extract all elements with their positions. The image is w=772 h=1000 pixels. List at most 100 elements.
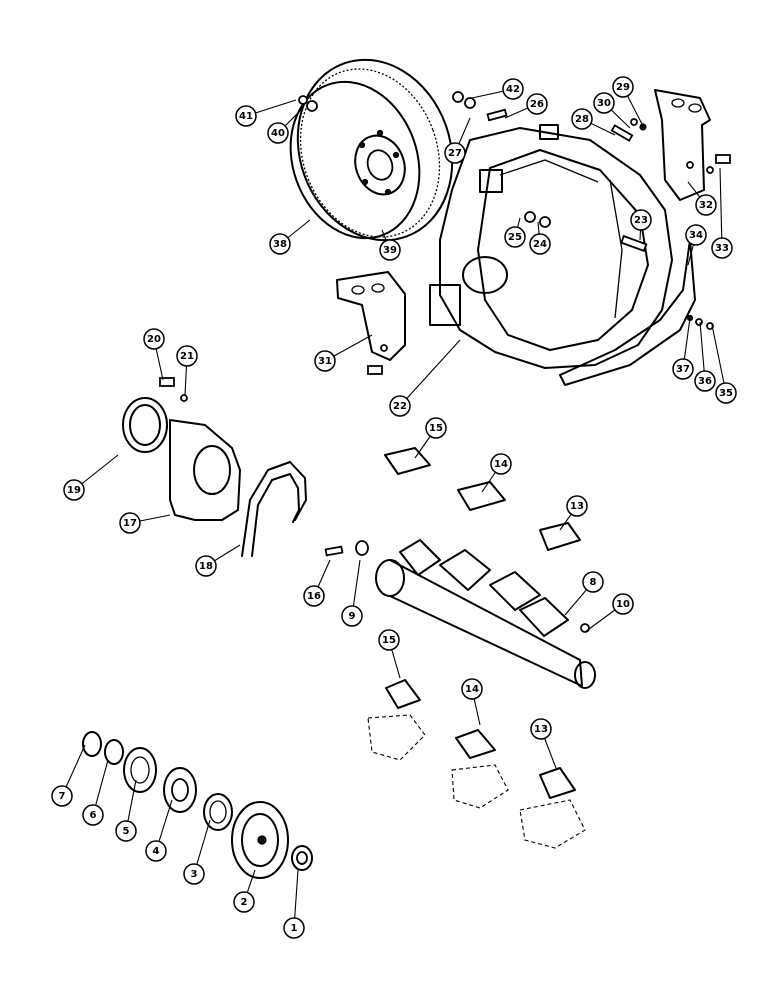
callout-c42: 42	[471, 78, 524, 100]
callout-c19: 19	[63, 454, 119, 501]
callout-number: 22	[393, 401, 407, 412]
callout-number: 27	[448, 148, 462, 159]
callout-number: 2	[241, 897, 248, 908]
callout-circle	[711, 237, 733, 259]
callout-number: 21	[180, 351, 194, 362]
callout-number: 14	[465, 684, 479, 695]
callout-circle	[303, 585, 325, 607]
callout-c32: 32	[687, 181, 717, 216]
callout-circle	[715, 382, 737, 404]
oil-seal	[122, 397, 168, 453]
callout-number: 41	[239, 111, 253, 122]
callout-circle	[176, 345, 198, 367]
callout-c40: 40	[267, 107, 304, 144]
callout-number: 4	[153, 846, 160, 857]
callout-number: 13	[570, 501, 584, 512]
callout-circle	[612, 76, 634, 98]
callout-c21: 21	[176, 345, 198, 396]
callout-c1: 1	[283, 869, 305, 939]
callout-circle	[233, 891, 255, 913]
callout-c29: 29	[612, 76, 644, 127]
callout-circle	[593, 92, 615, 114]
callout-number: 30	[597, 98, 611, 109]
callout-circle	[685, 224, 707, 246]
callout-c39: 39	[379, 229, 401, 261]
callout-circle	[119, 512, 141, 534]
bearing-shell-upper-14	[457, 481, 506, 511]
callout-circle	[672, 358, 694, 380]
callout-c13: 13	[559, 495, 588, 531]
seal-retainer	[169, 419, 241, 521]
callout-circle	[235, 105, 257, 127]
callout-circle	[195, 555, 217, 577]
callout-number: 31	[318, 356, 332, 367]
callout-number: 7	[59, 791, 66, 802]
crankshaft	[375, 539, 596, 689]
callout-number: 36	[698, 376, 712, 387]
callout-c33: 33	[711, 167, 733, 259]
callout-number: 14	[494, 459, 508, 470]
callout-circle	[461, 678, 483, 700]
bracket-right	[654, 89, 711, 201]
callout-number: 5	[123, 826, 130, 837]
bearing-shell-upper-13	[539, 522, 581, 551]
callout-number: 13	[534, 724, 548, 735]
callout-number: 37	[676, 364, 690, 375]
callout-circle	[379, 239, 401, 261]
callout-circle	[115, 820, 137, 842]
bolt-33	[706, 154, 731, 174]
callout-circle	[314, 350, 336, 372]
callout-number: 9	[349, 611, 356, 622]
callout-circle	[425, 417, 447, 439]
callout-c4: 4	[145, 799, 173, 862]
callout-number: 24	[533, 239, 547, 250]
callout-number: 40	[271, 128, 285, 139]
flywheel	[289, 58, 454, 242]
bearing-shell-lower-15	[367, 679, 426, 761]
callout-c31: 31	[314, 334, 373, 372]
callout-c30: 30	[593, 92, 631, 129]
callout-circle	[267, 122, 289, 144]
callout-c22: 22	[389, 339, 461, 417]
callout-c15: 15	[414, 417, 447, 459]
callout-circle	[530, 718, 552, 740]
slinger-4	[163, 767, 197, 813]
callout-c5: 5	[115, 779, 137, 842]
callout-number: 15	[429, 423, 443, 434]
nut-1	[291, 845, 313, 871]
callout-circle	[566, 495, 588, 517]
pins-28-29-30	[610, 118, 647, 142]
callout-c14: 14	[481, 453, 512, 493]
dowel-16	[324, 545, 344, 557]
callout-c34: 34	[685, 224, 707, 266]
callout-c14b: 14	[461, 678, 483, 726]
callout-c41: 41	[235, 99, 297, 127]
callout-number: 3	[191, 869, 198, 880]
callout-number: 25	[508, 232, 522, 243]
spacer-3	[203, 793, 233, 831]
callout-circle	[378, 629, 400, 651]
sleeve-9	[355, 540, 369, 556]
callout-circle	[444, 142, 466, 164]
callout-c15b: 15	[378, 629, 401, 679]
callout-circle	[183, 863, 205, 885]
callout-circle	[694, 370, 716, 392]
cover-plate	[559, 239, 696, 386]
callout-number: 18	[199, 561, 213, 572]
callout-circle	[51, 785, 73, 807]
callout-circle	[269, 233, 291, 255]
callout-circle	[630, 209, 652, 231]
callout-circle	[341, 605, 363, 627]
callout-c9: 9	[341, 559, 363, 627]
bolt-23	[620, 234, 648, 253]
bearing-shell-upper-15	[384, 447, 431, 475]
callout-number: 39	[383, 245, 397, 256]
callout-number: 28	[575, 114, 589, 125]
callout-number: 19	[67, 485, 81, 496]
callout-number: 23	[634, 215, 648, 226]
bearing-shell-lower-14	[451, 729, 509, 809]
callout-c2: 2	[233, 869, 256, 913]
callout-circle	[389, 395, 411, 417]
callout-number: 33	[715, 243, 729, 254]
callout-circle	[502, 78, 524, 100]
